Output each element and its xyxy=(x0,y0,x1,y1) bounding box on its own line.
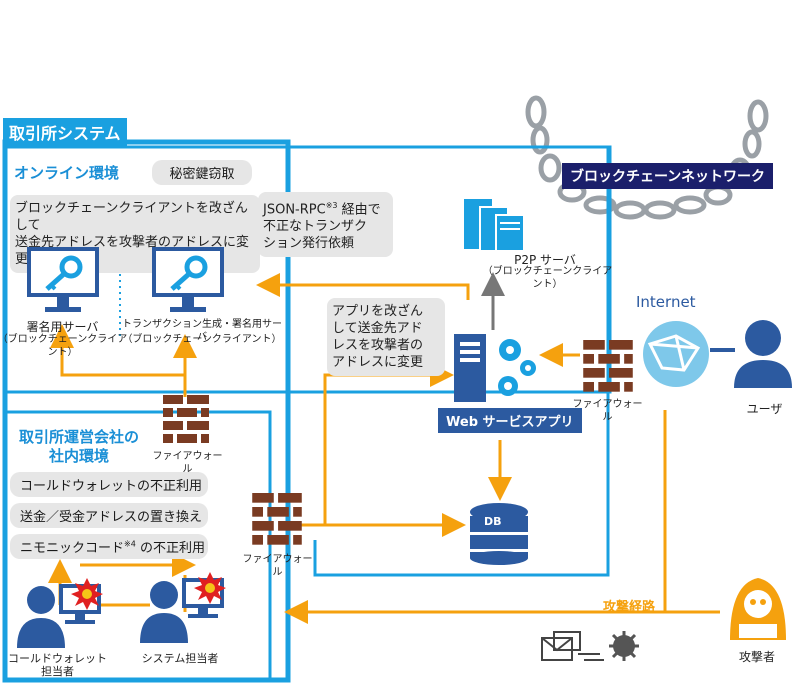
attacker-label: 攻撃者 xyxy=(738,650,775,664)
firewall-icon xyxy=(163,395,209,451)
firewall-label-2: ファイアウォール xyxy=(242,554,313,578)
p2p-server-icon xyxy=(462,195,528,257)
key-icon xyxy=(27,247,99,312)
user-icon xyxy=(732,318,794,394)
jsonrpc-rest: 経由で 不正なトランザク ション発行依頼 xyxy=(263,202,381,252)
app-modify-box: アプリを改ざん して送金先アド レスを攻撃者の アドレスに変更 xyxy=(327,298,445,376)
address-replace-item: 送金／受金アドレスの置き換え xyxy=(10,503,208,528)
internal-env-title: 取引所運営会社の 社内環境 xyxy=(18,428,139,465)
firewall-label-1: ファイアウォール xyxy=(152,451,223,475)
malicious-mail-icon xyxy=(540,628,650,672)
firewall-icon xyxy=(583,340,633,400)
blockchain-network-label: ブロックチェーンネットワーク xyxy=(562,163,774,189)
system-person-icon xyxy=(138,568,228,647)
p2p-server-sub: （ブロックチェーンクライアント） xyxy=(482,266,613,290)
internal-frame xyxy=(3,410,272,682)
attacker-icon xyxy=(725,570,791,646)
mnemonic-rest: の不正利用 xyxy=(135,541,205,556)
web-app-server-icon xyxy=(448,328,543,412)
key-icon xyxy=(152,247,224,312)
tx-server-monitor xyxy=(150,245,226,319)
system-person-label: システム担当者 xyxy=(141,652,219,665)
jsonrpc-note: ※3 xyxy=(325,201,338,210)
firewall-icon xyxy=(252,493,302,553)
mnemonic-misuse-item: ニモニックコード※4 の不正利用 xyxy=(10,534,208,559)
web-app-label: Web サービスアプリ xyxy=(438,408,582,433)
exchange-system-header: 取引所システム xyxy=(3,118,127,146)
firewall-label-3: ファイアウォール xyxy=(572,399,643,423)
jsonrpc-label: JSON-RPC xyxy=(263,202,326,218)
mnemonic-note: ※4 xyxy=(124,539,136,549)
arrow-fw-to-web xyxy=(323,363,454,525)
globe-icon xyxy=(640,318,712,394)
db-icon xyxy=(468,502,530,570)
online-frame xyxy=(3,145,612,394)
sign-server-monitor xyxy=(25,245,101,319)
mnemonic-label: ニモニックコード xyxy=(20,541,125,556)
tx-server-label: トランザクション生成・署名用サーバ xyxy=(122,319,282,343)
cold-wallet-person-icon xyxy=(15,578,105,652)
chain-graphic xyxy=(525,95,769,220)
db-label: DB xyxy=(484,515,502,528)
jsonrpc-box: JSON-RPC※3 経由で 不正なトランザク ション発行依頼 xyxy=(258,192,393,258)
user-label: ユーザ xyxy=(746,402,783,416)
key-theft-box: 秘密鍵窃取 xyxy=(152,160,252,185)
sign-server-label: 署名用サーバ xyxy=(26,320,99,334)
cold-wallet-misuse-item: コールドウォレットの不正利用 xyxy=(10,472,208,497)
sign-server-sub: （ブロックチェーンクライアント） xyxy=(0,334,128,358)
p2p-server-label: P2P サーバ xyxy=(514,253,576,267)
tx-server-sub: （ブロックチェーンクライアント） xyxy=(122,334,282,345)
internet-label: Internet xyxy=(636,293,696,311)
cold-wallet-person-label: コールドウォレット 担当者 xyxy=(8,652,107,678)
arrow-app-to-tx-server xyxy=(256,273,470,300)
attack-route-label: 攻撃経路 xyxy=(603,600,656,615)
online-env-title: オンライン環境 xyxy=(14,164,120,182)
